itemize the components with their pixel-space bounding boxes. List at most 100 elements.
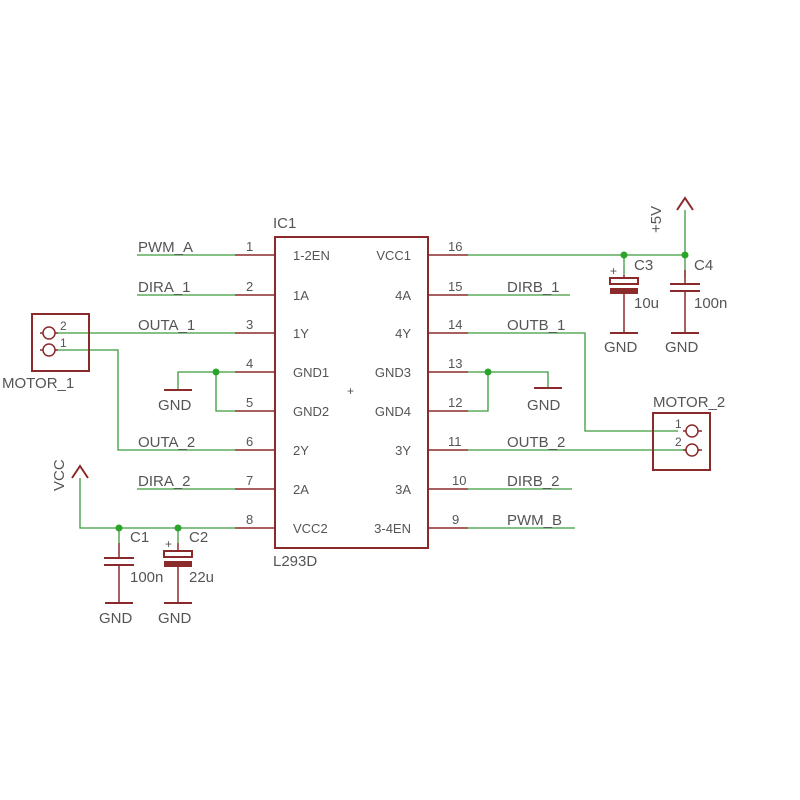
capacitor-plate-neg [164, 561, 192, 567]
net-label: PWM_B [507, 512, 562, 529]
p5v-arrow-icon [676, 196, 694, 211]
p5v-label: +5V [648, 206, 665, 233]
gnd-symbol-c1: GND [99, 602, 133, 627]
net-labels: PWM_A DIRA_1 OUTA_1 OUTA_2 DIRA_2 DIRB_1… [138, 239, 565, 529]
gnd-symbol-right: GND [527, 387, 562, 414]
pin-name: GND3 [375, 365, 411, 380]
capacitor-value: 100n [694, 295, 727, 312]
pin-number: 16 [448, 239, 462, 254]
ic-left-pin-numbers: 1 2 3 4 5 6 7 8 [246, 239, 253, 527]
wires [58, 210, 700, 543]
net-label: DIRA_1 [138, 279, 191, 296]
polarity-mark: + [610, 264, 617, 278]
pin-number: 10 [452, 473, 466, 488]
pin-name: 3Y [395, 443, 411, 458]
pin-number: 4 [246, 356, 253, 371]
pin-number: 3 [246, 317, 253, 332]
pin-number: 7 [246, 473, 253, 488]
connector-body [31, 313, 90, 372]
gnd-symbol-c3: GND [604, 332, 638, 356]
net-label: DIRB_2 [507, 473, 560, 490]
junction-dot [484, 368, 492, 376]
gnd-label: GND [665, 339, 699, 356]
pin-number: 5 [246, 395, 253, 410]
connector-pad [685, 443, 699, 457]
capacitor-value: 10u [634, 295, 659, 312]
gnd-label: GND [158, 397, 192, 414]
pin-name: VCC2 [293, 521, 328, 536]
net-label: OUTA_2 [138, 434, 195, 451]
pin-number: 1 [246, 239, 253, 254]
net-label: DIRA_2 [138, 473, 191, 490]
junction-dot [174, 524, 182, 532]
capacitor-ref: C1 [130, 529, 149, 546]
ic-l293d[interactable]: IC1 L293D + 1 2 3 [235, 215, 468, 570]
pin-number: 14 [448, 317, 462, 332]
wire-gnd-left [177, 371, 235, 390]
pin-number: 11 [448, 434, 462, 449]
wire-gnd4-right [468, 372, 489, 412]
connector-body [652, 412, 711, 471]
pin-number: 12 [448, 395, 462, 410]
ic-right-pin-names: VCC1 4A 4Y GND3 GND4 3Y 3A 3-4EN [374, 248, 411, 536]
capacitor-plate-neg [610, 288, 638, 294]
ic-right-pin-lines [428, 254, 468, 529]
ic-left-pin-names: 1-2EN 1A 1Y GND1 GND2 2Y 2A VCC2 [293, 248, 330, 536]
wire-vcc2 [79, 478, 235, 529]
polarity-mark: + [165, 537, 172, 551]
capacitor-value: 100n [130, 569, 163, 586]
connector-pin-number: 2 [675, 435, 682, 449]
pin-name: 3A [395, 482, 411, 497]
net-label: PWM_A [138, 239, 193, 256]
pin-number: 9 [452, 512, 459, 527]
junction-dot [681, 251, 689, 259]
pin-number: 8 [246, 512, 253, 527]
capacitor-c1[interactable]: C1 100n [104, 529, 163, 603]
wire-gnd2-left [215, 372, 235, 412]
pin-name: 3-4EN [374, 521, 411, 536]
gnd-label: GND [99, 610, 133, 627]
capacitor-c3[interactable]: + C3 10u [609, 257, 659, 333]
connector-pad [42, 343, 56, 357]
capacitor-plate [609, 277, 639, 285]
motor-2-connector[interactable]: 1 2 MOTOR_2 [652, 394, 725, 471]
pin-name: GND2 [293, 404, 329, 419]
capacitor-ref: C3 [634, 257, 653, 274]
connector-pad [42, 326, 56, 340]
pin-name: GND1 [293, 365, 329, 380]
pin-number: 6 [246, 434, 253, 449]
gnd-label: GND [527, 397, 561, 414]
gnd-symbol-c2: GND [158, 602, 192, 627]
capacitor-c4[interactable]: C4 100n [670, 257, 727, 333]
gnd-label: GND [158, 610, 192, 627]
pin-number: 2 [246, 279, 253, 294]
net-label: OUTB_1 [507, 317, 565, 334]
pin-number: 13 [448, 356, 462, 371]
motor-1-connector[interactable]: 2 1 MOTOR_1 [2, 313, 90, 392]
connector-pad [685, 424, 699, 438]
vcc-arrow-icon [71, 464, 89, 479]
gnd-symbol-c4: GND [665, 332, 699, 356]
ic-ref: IC1 [273, 215, 296, 232]
connector-label: MOTOR_1 [2, 375, 74, 392]
connector-label: MOTOR_2 [653, 394, 725, 411]
vcc-label: VCC [51, 459, 68, 491]
p5v-supply: +5V [648, 196, 694, 233]
pin-name: GND4 [375, 404, 411, 419]
vcc-supply: VCC [51, 459, 89, 491]
wire-outb-1 [468, 332, 678, 432]
pin-name: 2A [293, 482, 309, 497]
capacitor-ref: C4 [694, 257, 713, 274]
gnd-symbol-left: GND [158, 389, 192, 414]
capacitor-c2[interactable]: + C2 22u [163, 529, 214, 603]
ic-right-pin-numbers: 16 15 14 13 12 11 10 9 [448, 239, 466, 527]
net-label: OUTB_2 [507, 434, 565, 451]
gnd-label: GND [604, 339, 638, 356]
pin-name: 1A [293, 288, 309, 303]
connector-pin-number: 2 [60, 319, 67, 333]
junction-dot [212, 368, 220, 376]
gnd-symbols: GND GND GND GND GND GND [99, 332, 699, 627]
ic-left-pin-lines [235, 254, 275, 529]
junctions [115, 251, 689, 532]
